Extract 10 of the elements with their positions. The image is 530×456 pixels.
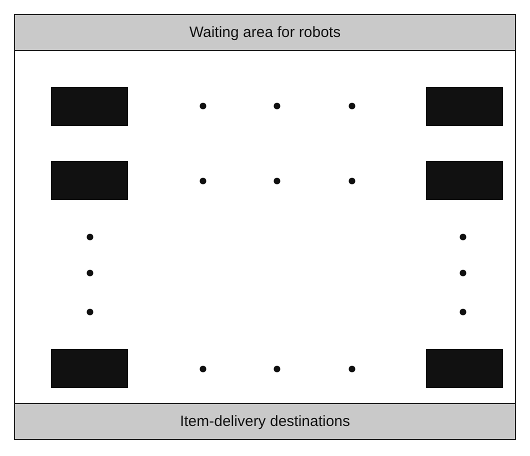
block [51, 349, 128, 388]
area-band [14, 14, 516, 51]
block [51, 87, 128, 126]
block [426, 87, 503, 126]
block [426, 161, 503, 200]
band-label: Waiting area for robots [189, 24, 341, 41]
band-label: Item-delivery destinations [180, 413, 350, 430]
block [426, 349, 503, 388]
block [51, 161, 128, 200]
area-band [14, 403, 516, 440]
